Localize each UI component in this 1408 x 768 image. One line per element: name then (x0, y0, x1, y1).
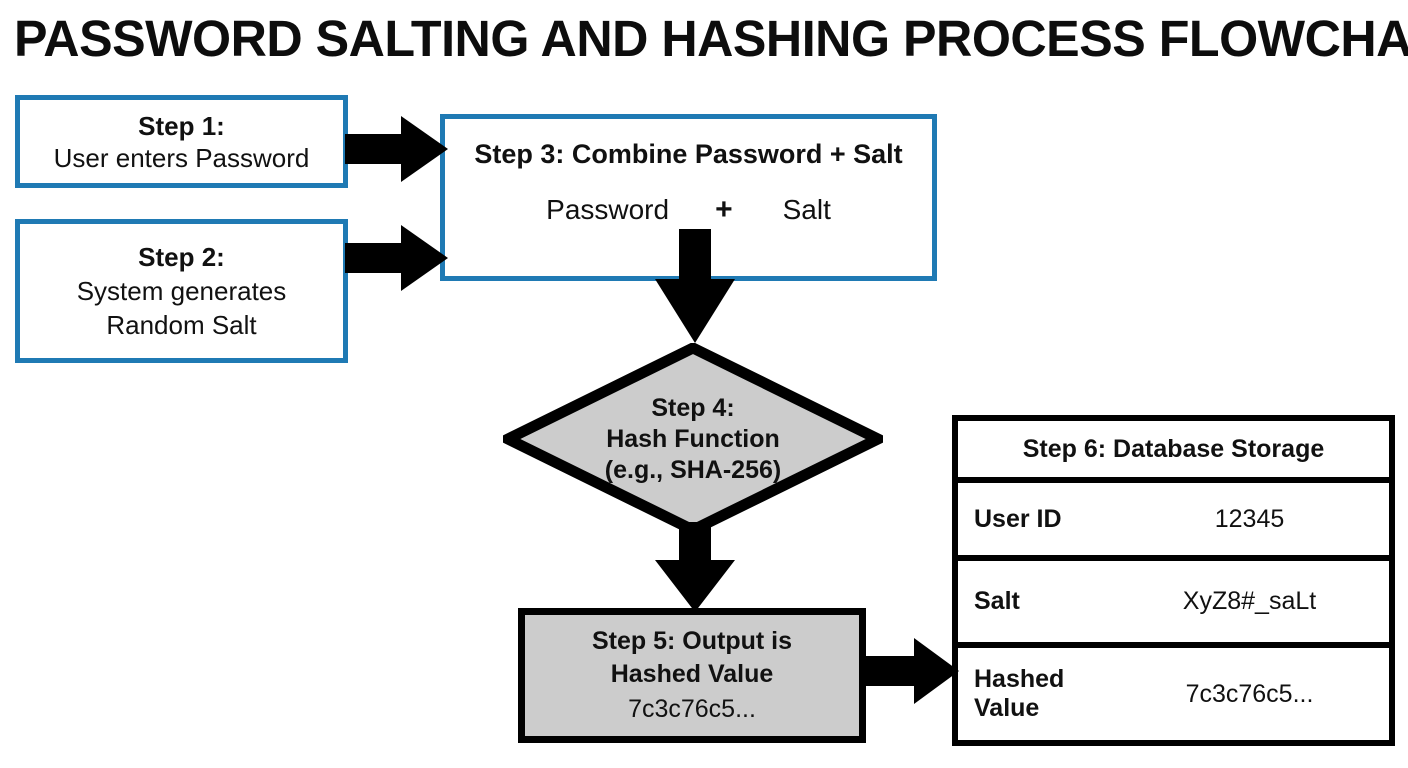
node-step-4[interactable]: Step 4: Hash Function (e.g., SHA-256) (503, 343, 883, 535)
node-step-2[interactable]: Step 2: System generates Random Salt (15, 219, 348, 363)
table-cell-value: XyZ8#_saLt (1182, 587, 1317, 615)
page-title: PASSWORD SALTING AND HASHING PROCESS FLO… (14, 10, 1408, 67)
arrow-step4-to-step5 (653, 522, 737, 614)
arrow-step3-to-step4 (653, 229, 737, 345)
step-3-heading: Step 3: Combine Password + Salt (474, 139, 903, 169)
table-cell-label-line-2: Value (974, 694, 1040, 722)
step-1-body: User enters Password (53, 142, 310, 173)
arrow-right-icon (345, 116, 448, 182)
table-cell-label: Hashed Value (958, 665, 1128, 723)
step-5-line-1: Step 5: Output is (592, 626, 792, 655)
table-row: User ID 12345 (958, 483, 1389, 561)
step-3-term-password: Password (546, 194, 670, 225)
step-2-body-line-2: Random Salt (106, 310, 257, 340)
table-cell-value: 12345 (1214, 504, 1285, 533)
arrow-step5-to-step6 (860, 636, 960, 706)
diamond-shape (503, 343, 883, 535)
step-2-body-line-1: System generates (76, 276, 287, 306)
step-5-line-2: Hashed Value (610, 659, 774, 688)
arrow-right-icon (860, 638, 959, 704)
step-6-header: Step 6: Database Storage (958, 421, 1389, 483)
table-row: Salt XyZ8#_saLt (958, 561, 1389, 648)
node-step-5[interactable]: Step 5: Output is Hashed Value 7c3c76c5.… (518, 608, 866, 743)
plus-icon: + (715, 193, 733, 226)
arrow-step1-to-step3 (345, 113, 449, 185)
table-cell-label-line-1: Hashed (974, 665, 1065, 693)
table-cell-label: User ID (974, 504, 1062, 533)
step-2-heading: Step 2: (138, 242, 225, 272)
step-5-hash-value: 7c3c76c5... (628, 694, 756, 723)
arrow-right-icon (345, 225, 448, 291)
table-cell-value: 7c3c76c5... (1185, 679, 1314, 708)
step-3-expression: Password + Salt (445, 193, 932, 227)
node-step-1[interactable]: Step 1: User enters Password (15, 95, 348, 188)
arrow-down-icon (655, 522, 735, 612)
arrow-step2-to-step3 (345, 222, 449, 294)
step-3-term-salt: Salt (782, 194, 831, 225)
arrow-down-icon (655, 229, 735, 343)
table-cell-label: Salt (974, 587, 1020, 615)
table-row: Hashed Value 7c3c76c5... (958, 648, 1389, 740)
node-step-6-table[interactable]: Step 6: Database Storage User ID 12345 S… (952, 415, 1395, 746)
step-1-heading: Step 1: (138, 110, 225, 141)
